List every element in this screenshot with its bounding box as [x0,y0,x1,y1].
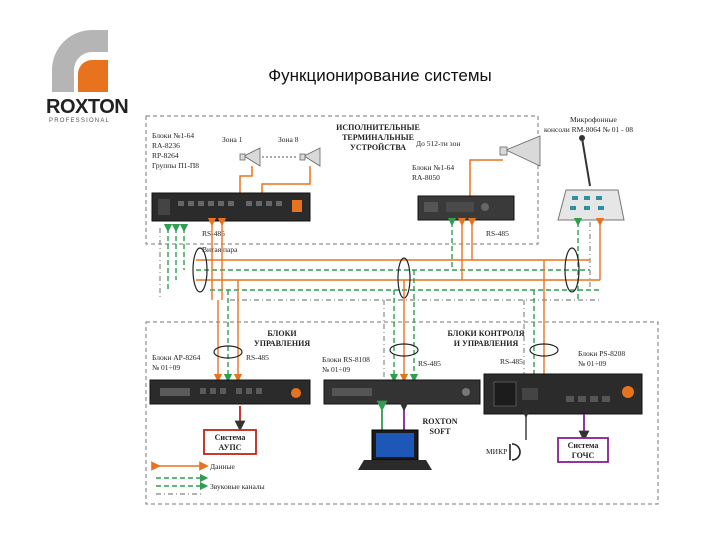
svg-text:Блоки №1-64: Блоки №1-64 [412,163,454,172]
svg-text:Микрофонные: Микрофонные [570,115,618,124]
ra8236-device [151,192,311,222]
rs485-bottom-b: RS-485 [418,359,441,368]
svg-text:БЛОКИ КОНТРОЛЯ: БЛОКИ КОНТРОЛЯ [447,329,524,338]
cable-tie-right [564,247,580,293]
rs485-top-right: RS-485 [486,229,509,238]
svg-text:Группы П1-П8: Группы П1-П8 [152,161,199,170]
svg-text:УСТРОЙСТВА: УСТРОЙСТВА [350,143,406,152]
ra8236-label: Блоки №1-64 RA-8236 RP-8264 Группы П1-П8 [152,131,199,170]
gochs-label-line2: ГОЧС [572,451,595,460]
cable-tie-left [192,247,208,293]
ps8208-device [483,373,643,415]
rs485-top-left: RS-485 [202,229,225,238]
ra8050-device [417,195,515,221]
rs485-bottom-c: RS-485 [500,357,523,366]
aups-label-line2: АУПС [219,443,242,452]
svg-text:№ 01÷09: № 01÷09 [322,365,350,374]
svg-text:RA-8236: RA-8236 [152,141,180,150]
laptop-icon [358,429,432,470]
bottom-region-frame [145,321,659,505]
svg-text:RA-8050: RA-8050 [412,173,440,182]
zone-1-label: Зона 1 [222,135,243,144]
legend-data-label: Данные [210,462,236,471]
page-title: Функционирование системы [268,66,492,85]
svg-text:RP-8264: RP-8264 [152,151,179,160]
legend: Данные Звуковые каналы [151,461,265,495]
speaker-512-icon [499,135,541,167]
svg-text:БЛОКИ: БЛОКИ [267,329,297,338]
gochs-label-line1: Система [568,441,599,450]
rs8108-device [323,379,481,405]
mic-console-label: Микрофонные консоли RM-8064 № 01 - 08 [544,115,633,134]
zones-512-label: До 512-ти зон [416,139,460,148]
bottom-drops [213,260,549,383]
aups-label-line1: Система [215,433,246,442]
ap8264-label: Блоки AP-8264 № 01÷09 [152,353,201,372]
cable-tie-rs [389,343,419,357]
legend-audio-label: Звуковые каналы [210,482,265,491]
gochs-box [557,437,609,463]
mic-console-device [557,135,625,221]
svg-text:№ 01÷09: № 01÷09 [152,363,180,372]
control-units-title: БЛОКИ УПРАВЛЕНИЯ [254,329,311,348]
svg-text:ROXTON: ROXTON [423,417,458,426]
svg-text:SOFT: SOFT [430,427,452,436]
svg-text:Блоки PS-8208: Блоки PS-8208 [578,349,625,358]
microphone-icon [509,443,521,461]
svg-text:ТЕРМИНАЛЬНЫЕ: ТЕРМИНАЛЬНЫЕ [342,133,414,142]
mic-label: МИКР [486,447,507,456]
speaker-zone-1-icon [239,147,261,167]
logo-wordmark: ROXTON [46,96,129,118]
svg-text:Блоки №1-64: Блоки №1-64 [152,131,194,140]
cable-tie-ap [213,345,243,359]
rs8108-label: Блоки RS-8108 № 01÷09 [322,355,370,374]
logo-subtitle: PROFESSIONAL [49,118,111,124]
rs485-bottom-a: RS-485 [246,353,269,362]
twisted-pair-label: Витая пара [202,245,238,254]
svg-text:консоли RM-8064 № 01 - 08: консоли RM-8064 № 01 - 08 [544,125,633,134]
svg-text:ИСПОЛНИТЕЛЬНЫЕ: ИСПОЛНИТЕЛЬНЫЕ [336,123,420,132]
svg-text:Блоки RS-8108: Блоки RS-8108 [322,355,370,364]
top-region-frame [145,115,539,245]
svg-text:УПРАВЛЕНИЯ: УПРАВЛЕНИЯ [254,339,311,348]
roxton-soft-label: ROXTON SOFT [423,417,458,436]
svg-text:И УПРАВЛЕНИЯ: И УПРАВЛЕНИЯ [454,339,519,348]
svg-text:№ 01÷09: № 01÷09 [578,359,606,368]
ps8208-label: Блоки PS-8208 № 01÷09 [578,349,625,368]
aups-box [203,429,257,455]
zone-8-label: Зона 8 [278,135,299,144]
ra8050-label: Блоки №1-64 RA-8050 [412,163,454,182]
control-mgmt-title: БЛОКИ КОНТРОЛЯ И УПРАВЛЕНИЯ [447,329,524,348]
top-drops [159,217,605,300]
top-area-title: ИСПОЛНИТЕЛЬНЫЕ ТЕРМИНАЛЬНЫЕ УСТРОЙСТВА [336,123,420,152]
ap8264-device [149,379,311,405]
svg-text:Блоки AP-8264: Блоки AP-8264 [152,353,201,362]
cable-tie-ps [529,343,559,357]
speaker-zone-8-icon [299,147,321,167]
